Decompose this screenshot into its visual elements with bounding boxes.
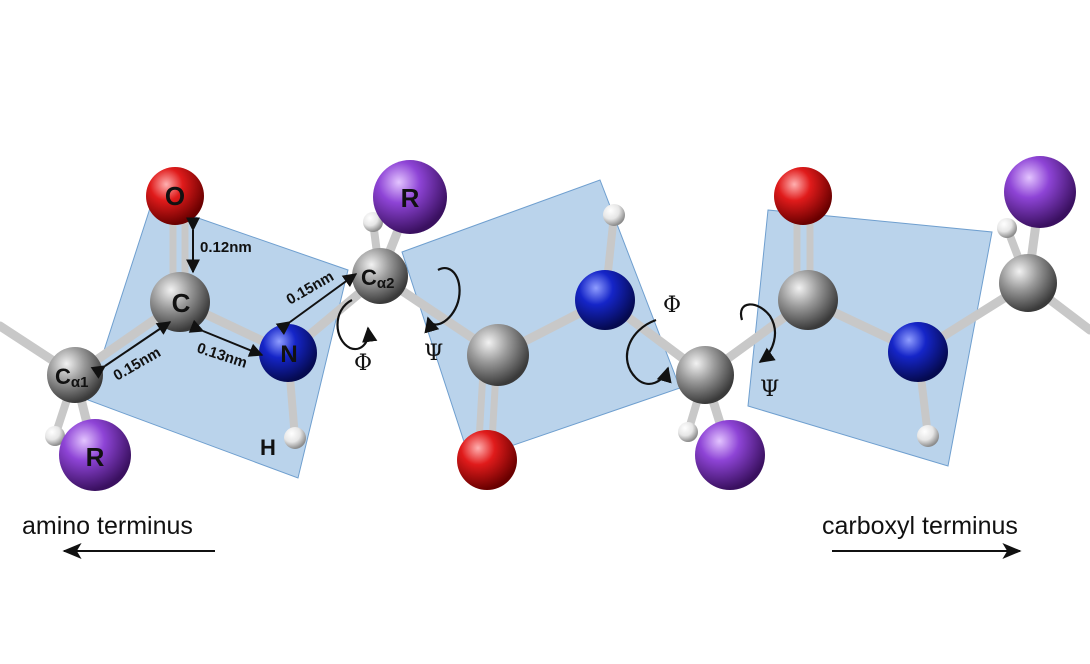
hydrogen-atom [917, 425, 939, 447]
c-alpha-1-label: Cα1 [55, 364, 88, 391]
phi-label: Φ [354, 351, 372, 376]
phi-label: Φ [663, 293, 681, 318]
r-group-atom [59, 419, 131, 491]
oxygen-atom [146, 167, 204, 225]
r-group-atom [695, 420, 765, 490]
c-n-distance-arrow [188, 319, 264, 357]
angle-labels: Φ Ψ Φ Ψ [354, 293, 779, 402]
nitrogen-atom [888, 322, 948, 382]
hydrogen-atom [678, 422, 698, 442]
hydrogen-label: H [260, 435, 276, 460]
c-alpha-2-label: Cα2 [361, 265, 394, 292]
c-alpha-2-main: C [361, 265, 377, 290]
c-alpha-atom [47, 347, 103, 403]
c-alpha-2-sub: α2 [377, 275, 395, 292]
r-group-label: R [86, 442, 105, 472]
psi-rotation-arrow [424, 267, 461, 334]
psi-label: Ψ [760, 377, 779, 402]
calpha-c-distance-arrow [90, 321, 172, 379]
c-alpha-atom [999, 254, 1057, 312]
r-group-atom [373, 160, 447, 234]
r-group-label: R [401, 183, 420, 213]
carbonyl-carbon-atom [778, 270, 838, 330]
carboxyl-terminus-label: carboxyl terminus [822, 512, 1018, 540]
amino-terminus-label: amino terminus [22, 512, 193, 540]
atom-labels: O C N H R R Cα1 Cα2 [55, 181, 420, 472]
carbonyl-carbon-atom [150, 272, 210, 332]
termini: amino terminus carboxyl terminus [22, 512, 1022, 559]
hydrogen-atom [363, 212, 383, 232]
phi-rotation-arrow [336, 299, 378, 351]
c-alpha-1-sub: α1 [71, 374, 89, 391]
co-distance-label: 0.12nm [200, 239, 252, 256]
carbonyl-carbon-atom [467, 324, 529, 386]
nitrogen-atom [575, 270, 635, 330]
r-group-atom [1004, 156, 1076, 228]
distance-arrows [90, 217, 358, 379]
c-alpha-1-main: C [55, 364, 71, 389]
rotation-arrows [336, 267, 777, 385]
c-alpha-atom [352, 248, 408, 304]
peptide-planes [87, 179, 993, 479]
carbonyl-carbon-label: C [172, 288, 191, 318]
nitrogen-label: N [280, 341, 297, 368]
hydrogen-atom [603, 204, 625, 226]
peptide-plane-3 [747, 209, 993, 467]
n-calpha-distance-arrow [275, 273, 358, 336]
hydrogen-atom [45, 426, 65, 446]
oxygen-atom [457, 430, 517, 490]
hydrogen-atom [997, 218, 1017, 238]
nitrogen-atom [259, 324, 317, 382]
oxygen-atom [774, 167, 832, 225]
c-alpha-atom [676, 346, 734, 404]
hydrogen-atom [284, 427, 306, 449]
psi-label: Ψ [424, 341, 443, 366]
psi-rotation-arrow [739, 303, 777, 363]
phi-rotation-arrow [625, 318, 672, 385]
atoms [45, 156, 1076, 491]
oxygen-label: O [165, 181, 185, 211]
